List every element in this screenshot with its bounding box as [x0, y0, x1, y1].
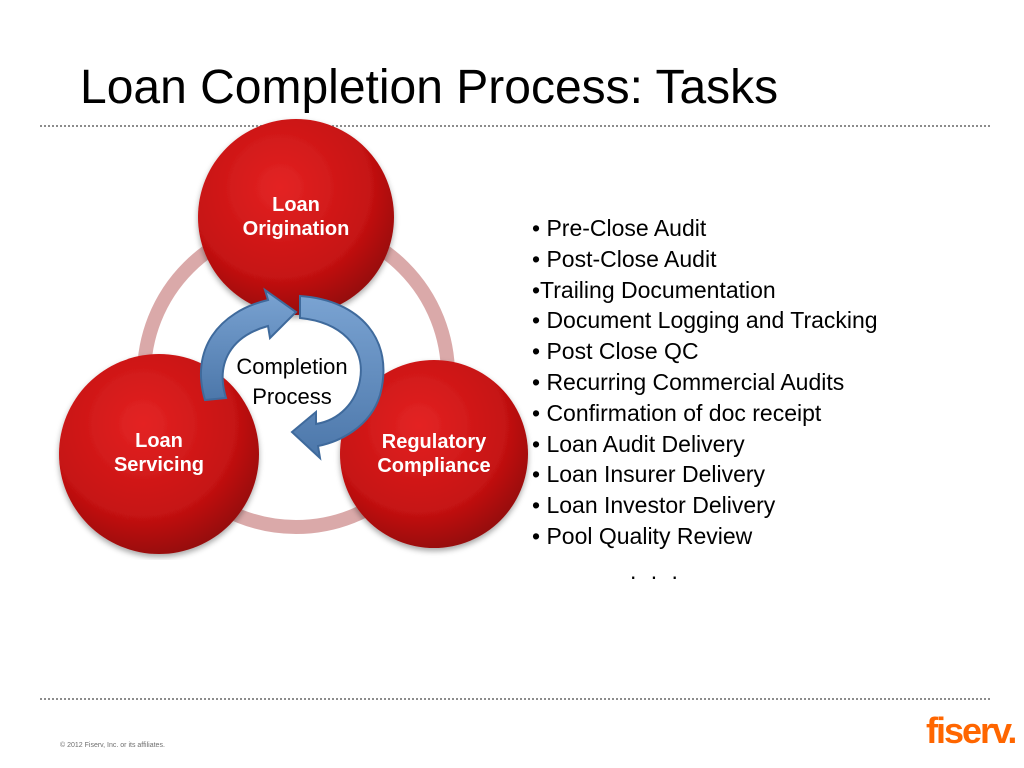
task-item: • Pool Quality Review [532, 522, 753, 549]
loan-origination-label: Loan Origination [242, 194, 350, 240]
cycle-arrow-upper-icon [200, 287, 298, 402]
fiserv-logo: fiserv. [926, 710, 1017, 751]
task-item: • Loan Investor Delivery [532, 492, 776, 519]
cycle-arrow-right-icon [290, 294, 385, 461]
task-list: • Pre-Close Audit • Post-Close Audit •Tr… [532, 213, 878, 552]
task-item: • Document Logging and Tracking [532, 307, 878, 334]
footer-divider [40, 698, 990, 700]
regulatory-compliance-node [340, 360, 528, 548]
task-list-ellipsis: . . . [630, 558, 682, 584]
task-item: • Loan Insurer Delivery [532, 461, 766, 488]
copyright-notice: © 2012 Fiserv, Inc. or its affiliates. [60, 742, 165, 749]
task-item: • Post-Close Audit [532, 245, 717, 272]
slide-title: Loan Completion Process: Tasks [80, 61, 779, 114]
title-divider [40, 125, 990, 127]
loan-servicing-label: Loan Servicing [113, 430, 205, 476]
process-cycle-diagram [59, 119, 528, 554]
task-item: •Trailing Documentation [532, 276, 776, 303]
task-item: • Confirmation of doc receipt [532, 399, 822, 426]
loan-servicing-node [59, 354, 259, 554]
task-item: • Loan Audit Delivery [532, 430, 745, 457]
task-item: • Recurring Commercial Audits [532, 368, 845, 395]
task-item: • Pre-Close Audit [532, 215, 707, 241]
completion-process-label: Completion Process [236, 354, 348, 409]
task-item: • Post Close QC [532, 338, 699, 365]
loan-origination-node [198, 119, 394, 315]
regulatory-compliance-label: Regulatory Compliance [377, 431, 491, 477]
